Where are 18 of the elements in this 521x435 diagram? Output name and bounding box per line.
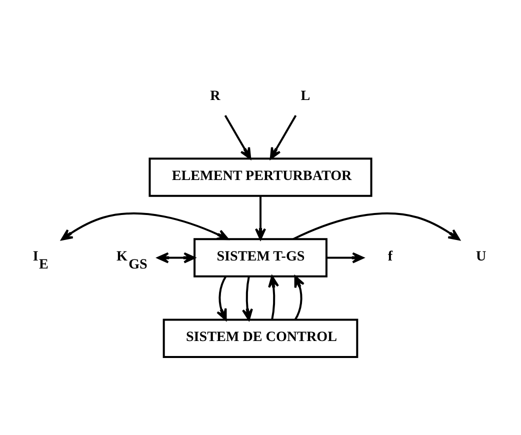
node-text: f bbox=[388, 248, 393, 264]
arrow bbox=[294, 275, 305, 320]
arrow bbox=[268, 275, 280, 320]
arrow bbox=[270, 114, 297, 159]
arrow bbox=[254, 196, 266, 240]
arrow bbox=[326, 252, 364, 263]
node-box: SISTEM DE CONTROL bbox=[162, 318, 358, 358]
arrow bbox=[224, 114, 252, 159]
arrow bbox=[216, 276, 227, 320]
node-box: ELEMENT PERTURBATOR bbox=[148, 157, 372, 196]
node-text: L bbox=[300, 87, 310, 104]
arrow bbox=[156, 252, 196, 263]
arrow bbox=[60, 212, 229, 240]
node-box: SISTEM T-GS bbox=[194, 238, 328, 277]
arrow bbox=[242, 276, 253, 320]
node-text: R bbox=[210, 87, 220, 104]
arrow bbox=[292, 212, 460, 240]
node-text: U bbox=[476, 248, 486, 264]
